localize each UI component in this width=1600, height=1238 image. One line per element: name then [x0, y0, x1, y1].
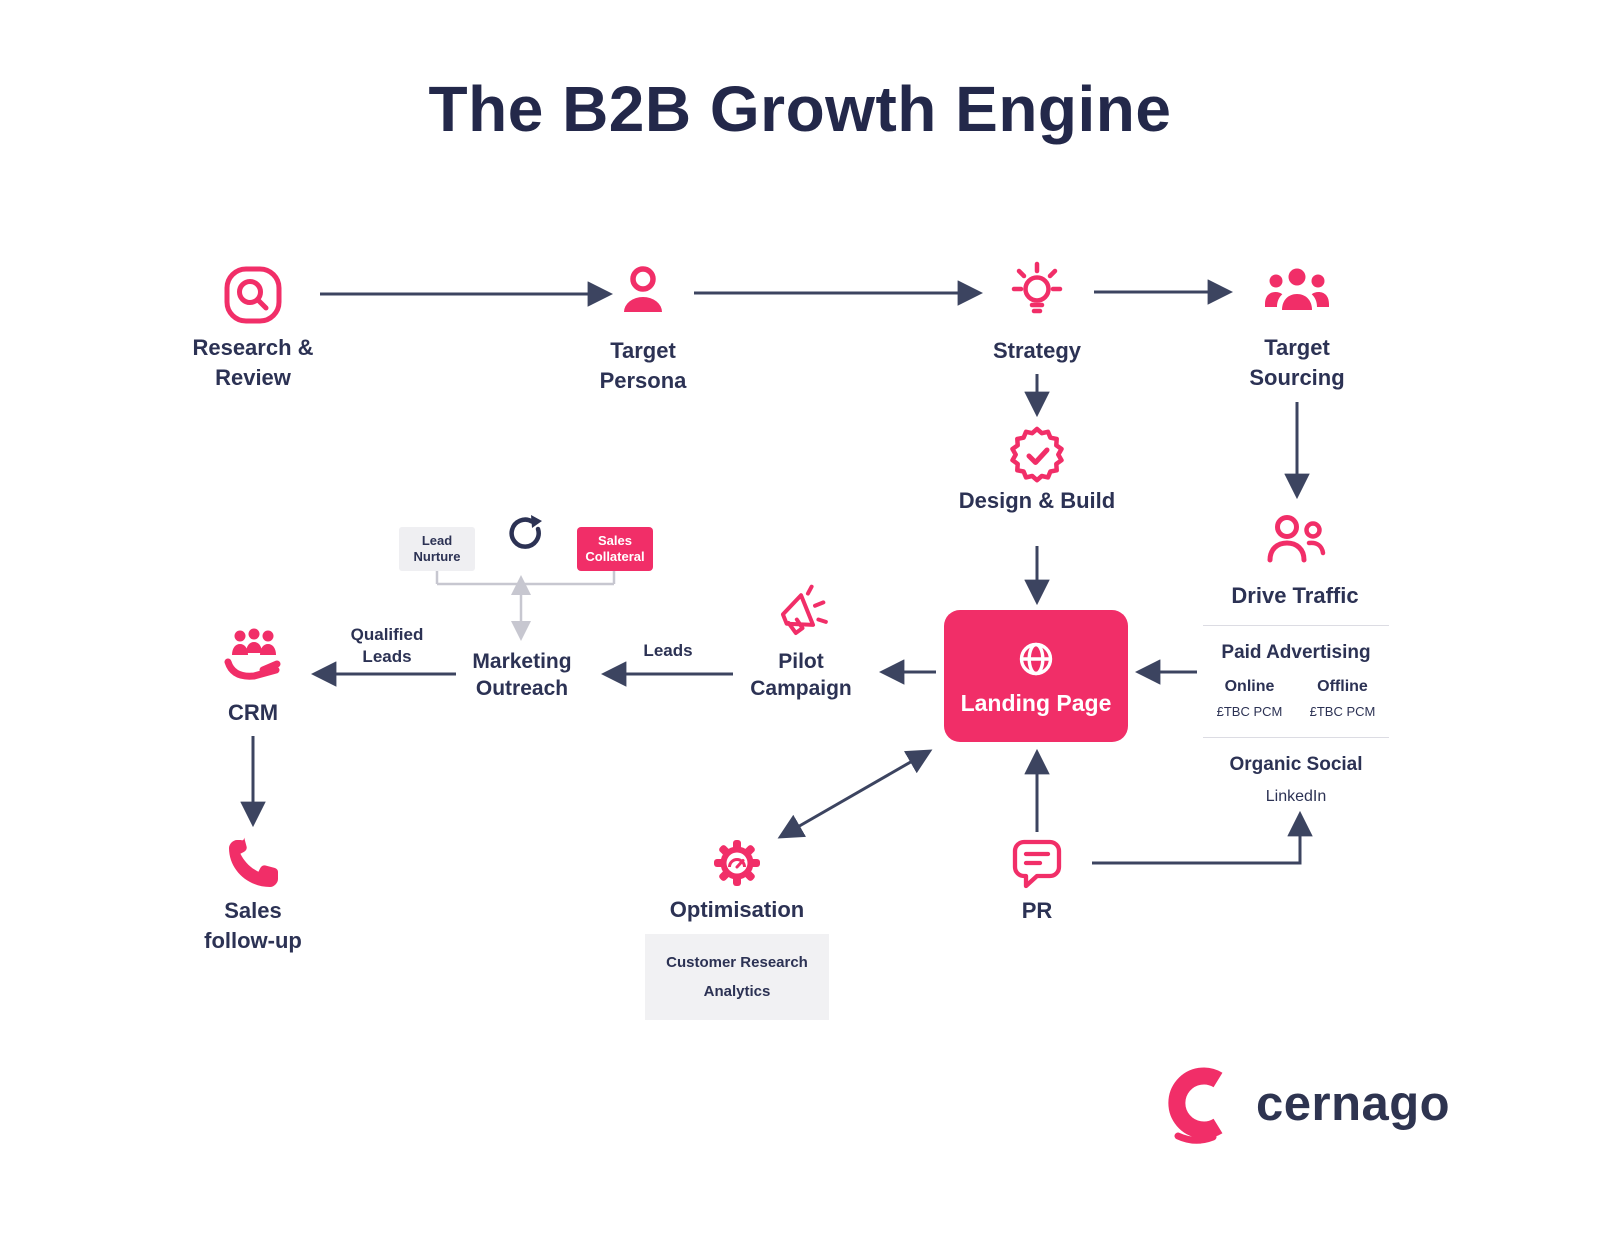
optimisation-detail-box: Customer Research Analytics [645, 934, 829, 1020]
brand-wordmark: cernago [1256, 1077, 1451, 1131]
node-pilot-campaign: Pilot Campaign [750, 650, 852, 700]
two-people-icon [1261, 510, 1329, 568]
node-research-review: Research & Review [192, 335, 314, 390]
node-target-sourcing: Target Sourcing [1249, 335, 1345, 390]
speech-bubble-icon [1007, 834, 1067, 892]
paid-online-column: Online £TBC PCM [1203, 678, 1296, 719]
edge-label-qualified-leads: Qualified Leads [350, 625, 424, 666]
search-icon [221, 263, 285, 327]
node-drive-traffic: Drive Traffic [1231, 583, 1359, 608]
idea-lightbulb-icon [1005, 258, 1069, 322]
refresh-cycle-icon [505, 514, 545, 554]
offline-price: £TBC PCM [1309, 704, 1376, 719]
paid-advertising-panel: Paid Advertising Online £TBC PCM Offline… [1203, 625, 1389, 806]
person-icon [611, 260, 675, 324]
node-optimisation: Optimisation [669, 897, 805, 922]
lead-nurture-box: Lead Nurture [399, 527, 475, 571]
offline-label: Offline [1317, 678, 1368, 695]
cernago-logo-mark-icon [1158, 1064, 1238, 1144]
sales-collateral-box: Sales Collateral [577, 527, 653, 571]
node-pr: PR [1021, 898, 1053, 923]
panel-divider [1203, 737, 1389, 738]
paid-offline-column: Offline £TBC PCM [1296, 678, 1389, 719]
gauge-gear-icon [707, 831, 767, 893]
optimisation-item-2: Analytics [703, 983, 771, 1000]
node-strategy: Strategy [992, 338, 1082, 363]
node-crm: CRM [227, 700, 279, 725]
organic-social-title: Organic Social [1229, 754, 1363, 775]
brand-logo: cernago [1158, 1064, 1450, 1144]
edge-label-leads: Leads [643, 641, 693, 660]
globe-icon [1013, 636, 1059, 682]
online-label: Online [1224, 678, 1275, 695]
landing-page-label: Landing Page [960, 689, 1112, 716]
badge-check-icon [1005, 424, 1069, 488]
phone-icon [224, 834, 282, 892]
node-design-build: Design & Build [958, 488, 1116, 513]
organic-social-channel: LinkedIn [1265, 788, 1327, 805]
node-sales-followup: Sales follow-up [204, 898, 302, 953]
crm-people-hand-icon [219, 624, 289, 688]
online-price: £TBC PCM [1216, 704, 1283, 719]
megaphone-icon [770, 582, 832, 644]
optimisation-item-1: Customer Research [666, 954, 808, 971]
people-group-icon [1263, 262, 1331, 322]
node-marketing-outreach: Marketing Outreach [472, 650, 572, 700]
landing-page-card: Landing Page [944, 610, 1128, 742]
paid-advertising-title: Paid Advertising [1221, 642, 1371, 663]
page-title: The B2B Growth Engine [428, 73, 1172, 145]
node-target-persona: Target Persona [599, 338, 687, 393]
